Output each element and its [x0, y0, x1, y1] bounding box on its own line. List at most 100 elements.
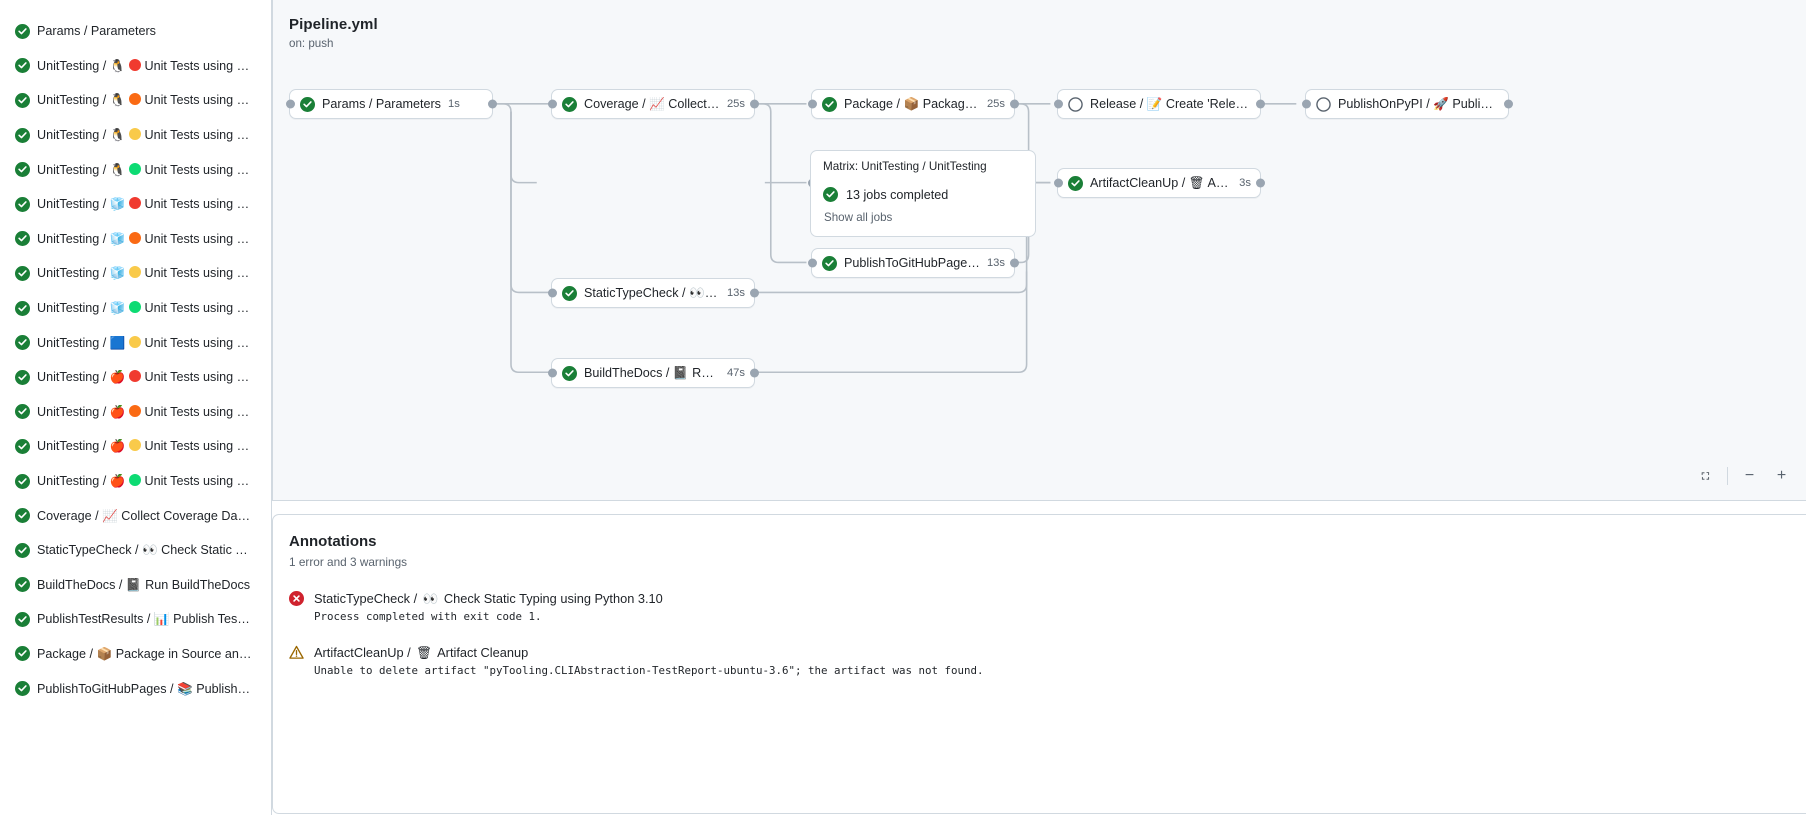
sidebar-job-label: UnitTesting / 🍎 Unit Tests using Pyth... — [37, 439, 252, 454]
python-version-dot-icon — [128, 93, 141, 106]
zoom-divider — [1727, 466, 1728, 485]
node-input-port — [807, 258, 817, 268]
success-check-icon — [15, 369, 30, 385]
sidebar-job-item[interactable]: PublishTestResults / 📊 Publish Test Resu… — [6, 602, 265, 637]
platform-emoji-icon: 🍎 — [109, 439, 126, 454]
node-input-port — [547, 99, 557, 109]
sidebar-job-label: Package / 📦 Package in Source and Wh... — [37, 646, 252, 661]
success-check-icon — [15, 473, 30, 489]
sidebar-job-label: UnitTesting / 🐧 Unit Tests using Pyth... — [37, 93, 252, 108]
python-version-dot-icon — [128, 404, 141, 417]
node-output-port — [749, 99, 759, 109]
sidebar-job-item[interactable]: UnitTesting / 🧊 Unit Tests using Pyth... — [6, 256, 265, 291]
node-output-port — [1009, 99, 1019, 109]
graph-node-duration: 13s — [726, 287, 745, 299]
sidebar-job-label: UnitTesting / 🟦 Unit Tests using Pyth... — [37, 335, 252, 350]
job-emoji-icon: 📈 — [649, 97, 665, 111]
success-check-icon — [15, 231, 30, 247]
sidebar-job-item[interactable]: UnitTesting / 🟦 Unit Tests using Pyth... — [6, 325, 265, 360]
platform-emoji-icon: 🍎 — [109, 370, 126, 385]
platform-emoji-icon: 📦 — [96, 646, 113, 661]
python-version-dot-icon — [128, 128, 141, 141]
platform-emoji-icon: 📊 — [153, 612, 170, 627]
sidebar-job-item[interactable]: UnitTesting / 🍎 Unit Tests using Pyth... — [6, 360, 265, 395]
graph-node-label: Params / Parameters — [322, 97, 441, 111]
error-icon — [289, 591, 304, 623]
sidebar-job-item[interactable]: UnitTesting / 🍎 Unit Tests using Pyth... — [6, 429, 265, 464]
success-check-icon — [15, 404, 30, 420]
platform-emoji-icon: 🐧 — [109, 58, 126, 73]
success-check-icon — [15, 58, 30, 74]
annotation-detail: Unable to delete artifact "pyTooling.CLI… — [314, 664, 984, 677]
graph-node-label: Coverage / 📈 Collect Cove... — [584, 97, 720, 111]
platform-emoji-icon: 🧊 — [109, 197, 126, 212]
sidebar-job-item[interactable]: UnitTesting / 🐧 Unit Tests using Pyth... — [6, 83, 265, 118]
graph-node-label: ArtifactCleanUp / 🗑 Artifac... — [1090, 176, 1232, 190]
python-version-dot-icon — [128, 266, 141, 279]
matrix-show-all-jobs-link[interactable]: Show all jobs — [824, 211, 893, 224]
graph-node-duration: 13s — [986, 257, 1005, 269]
node-output-port — [1503, 99, 1513, 109]
success-check-icon — [15, 265, 30, 281]
success-check-icon — [15, 611, 30, 627]
sidebar-job-item[interactable]: Coverage / 📈 Collect Coverage Data usi..… — [6, 498, 265, 533]
fullscreen-icon[interactable] — [1695, 465, 1716, 486]
python-version-dot-icon — [128, 439, 141, 452]
job-emoji-icon: 🗑 — [416, 646, 433, 660]
platform-emoji-icon: 🧊 — [109, 301, 126, 316]
graph-node-artifact[interactable]: ArtifactCleanUp / 🗑 Artifac... 3s — [1053, 168, 1265, 198]
sidebar-job-item[interactable]: Params / Parameters — [6, 14, 265, 49]
node-input-port — [547, 288, 557, 298]
sidebar-job-item[interactable]: UnitTesting / 🍎 Unit Tests using Pyth... — [6, 395, 265, 430]
graph-node-label: Package / 📦 Package in So... — [844, 97, 980, 111]
graph-node-pypi[interactable]: PublishOnPyPI / 🚀 Publish to ... — [1301, 89, 1513, 119]
annotation-item[interactable]: StaticTypeCheck / 👀 Check Static Typing … — [289, 591, 1806, 623]
annotation-body: StaticTypeCheck / 👀 Check Static Typing … — [314, 591, 663, 623]
sidebar-job-item[interactable]: StaticTypeCheck / 👀 Check Static Typing.… — [6, 533, 265, 568]
graph-node-label: PublishOnPyPI / 🚀 Publish to ... — [1338, 97, 1499, 111]
platform-emoji-icon: 📈 — [102, 508, 118, 523]
sidebar-job-item[interactable]: UnitTesting / 🍎 Unit Tests using Pyth... — [6, 464, 265, 499]
sidebar-job-label: UnitTesting / 🐧 Unit Tests using Pyth... — [37, 58, 252, 73]
success-check-icon — [822, 255, 837, 271]
sidebar-job-item[interactable]: UnitTesting / 🐧 Unit Tests using Pyth... — [6, 152, 265, 187]
annotations-title: Annotations — [289, 533, 377, 550]
graph-node-duration: 3s — [1239, 177, 1251, 189]
skipped-circle-icon — [1068, 96, 1083, 112]
sidebar-job-item[interactable]: UnitTesting / 🧊 Unit Tests using Pyth... — [6, 291, 265, 326]
zoom-out-button[interactable]: − — [1739, 465, 1760, 486]
success-check-icon — [822, 96, 837, 112]
sidebar-job-item[interactable]: UnitTesting / 🧊 Unit Tests using Pyth... — [6, 222, 265, 257]
graph-node-release[interactable]: Release / 📝 Create 'Release P... — [1053, 89, 1265, 119]
graph-node-builddocs[interactable]: BuildTheDocs / 📓 Run Buil...47s — [547, 358, 759, 388]
node-input-port — [1301, 99, 1311, 109]
sidebar-job-item[interactable]: UnitTesting / 🐧 Unit Tests using Pyth... — [6, 118, 265, 153]
graph-header: Pipeline.yml on: push — [273, 0, 1806, 50]
platform-emoji-icon: 🍎 — [109, 404, 126, 419]
graph-node-duration: 25s — [726, 98, 745, 110]
sidebar-job-item[interactable]: BuildTheDocs / 📓 Run BuildTheDocs — [6, 568, 265, 603]
graph-node-coverage[interactable]: Coverage / 📈 Collect Cove... 25s — [547, 89, 759, 119]
sidebar-job-item[interactable]: UnitTesting / 🐧 Unit Tests using Pyth... — [6, 49, 265, 84]
sidebar-job-label: UnitTesting / 🐧 Unit Tests using Pyth... — [37, 162, 252, 177]
graph-node-statictype[interactable]: StaticTypeCheck / 👀 Chec...13s — [547, 278, 759, 308]
success-check-icon — [562, 285, 577, 301]
sidebar-job-label: UnitTesting / 🐧 Unit Tests using Pyth... — [37, 128, 252, 143]
node-input-port — [285, 99, 295, 109]
page-title: Pipeline.yml — [289, 16, 378, 33]
success-check-icon — [15, 127, 30, 143]
job-emoji-icon: 🚀 — [1433, 97, 1449, 111]
sidebar-job-item[interactable]: Package / 📦 Package in Source and Wh... — [6, 637, 265, 672]
sidebar-job-item[interactable]: UnitTesting / 🧊 Unit Tests using Pyth... — [6, 187, 265, 222]
matrix-group-unittesting[interactable]: Matrix: UnitTesting / UnitTesting 13 job… — [810, 150, 1036, 237]
sidebar-job-item[interactable]: PublishToGitHubPages / 📚 Publish to G... — [6, 671, 265, 706]
graph-node-package[interactable]: Package / 📦 Package in So... 25s — [807, 89, 1019, 119]
graph-node-duration: 25s — [986, 98, 1005, 110]
graph-node-ghpages[interactable]: PublishToGitHubPages / 📚 P...13s — [807, 248, 1019, 278]
zoom-in-button[interactable]: + — [1771, 465, 1792, 486]
node-output-port — [1255, 178, 1265, 188]
